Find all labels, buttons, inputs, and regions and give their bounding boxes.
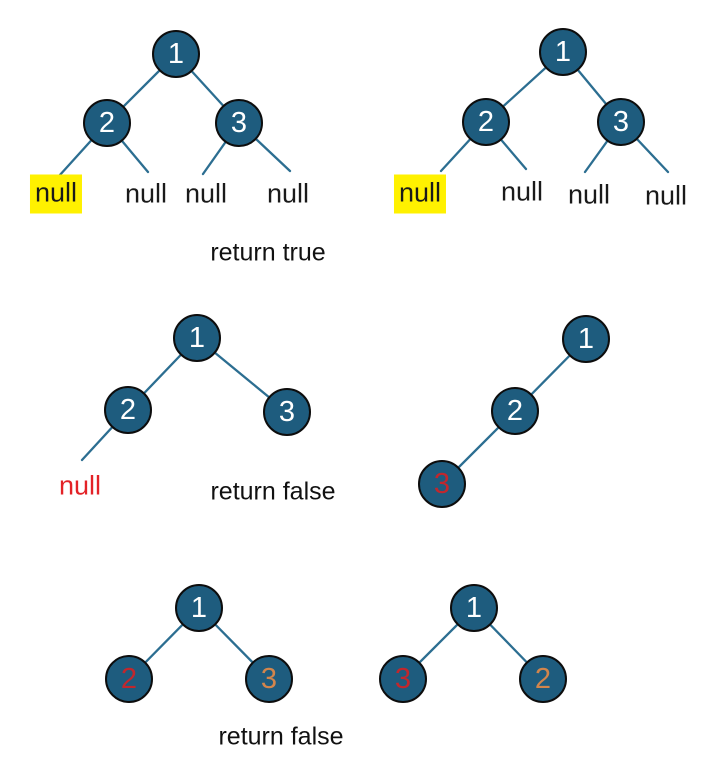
node-label: 2	[119, 393, 137, 426]
tree-node: 3	[263, 388, 311, 436]
null-leaf: null	[184, 178, 228, 209]
node-label: 2	[98, 106, 116, 139]
result-caption: return false	[218, 722, 344, 751]
tree-node: 2	[462, 98, 510, 146]
tree-node: 1	[173, 314, 221, 362]
null-leaf-highlighted: null	[29, 174, 83, 214]
null-leaf: null	[266, 178, 310, 209]
node-label: 1	[167, 37, 185, 70]
node-label: 1	[465, 591, 483, 624]
null-leaf: null	[500, 176, 544, 207]
node-label: 3	[433, 467, 451, 500]
null-leaf: null	[124, 178, 168, 209]
node-label: 3	[230, 106, 248, 139]
null-leaf: null	[567, 179, 611, 210]
node-label: 2	[534, 662, 552, 695]
node-label: 1	[577, 322, 595, 355]
result-caption: return false	[210, 477, 336, 506]
tree-node-mismatch: 2	[519, 655, 567, 703]
tree-node: 3	[597, 98, 645, 146]
null-leaf: null	[644, 180, 688, 211]
tree-node-mismatch: 3	[245, 655, 293, 703]
null-leaf-highlighted: null	[393, 174, 447, 214]
tree-node-mismatch: 3	[379, 655, 427, 703]
tree-node: 1	[562, 315, 610, 363]
node-label: 2	[477, 105, 495, 138]
tree-node: 2	[83, 99, 131, 147]
node-label: 3	[278, 395, 296, 428]
node-label: 1	[188, 321, 206, 354]
node-label: 3	[260, 662, 278, 695]
node-label: 3	[394, 662, 412, 695]
tree-node-mismatch: 2	[105, 655, 153, 703]
node-label: 2	[506, 394, 524, 427]
tree-node: 2	[491, 387, 539, 435]
tree-node: 1	[450, 584, 498, 632]
node-label: 2	[120, 662, 138, 695]
node-label: 1	[190, 591, 208, 624]
node-label: 3	[612, 105, 630, 138]
null-leaf-mismatch: null	[58, 470, 102, 501]
tree-node: 1	[539, 28, 587, 76]
tree-node-mismatch: 3	[418, 460, 466, 508]
node-label: 1	[554, 35, 572, 68]
tree-node: 1	[152, 30, 200, 78]
tree-node: 2	[104, 386, 152, 434]
result-caption: return true	[210, 238, 326, 267]
tree-node: 1	[175, 584, 223, 632]
tree-node: 3	[215, 99, 263, 147]
